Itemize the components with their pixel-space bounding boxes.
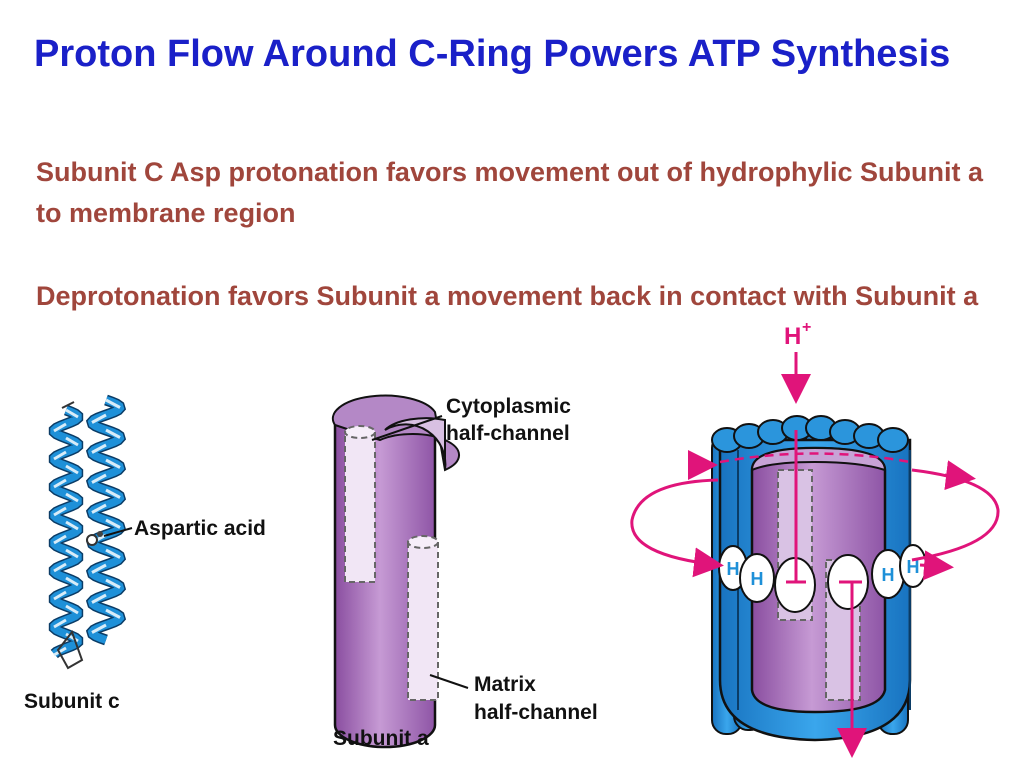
rotation-arrows [630, 450, 1000, 581]
matrix-label-line1: Matrix [474, 673, 536, 696]
matrix-half-channel [407, 535, 439, 701]
h-site-label: H [882, 565, 895, 585]
proton-charge-label: + [802, 319, 811, 336]
cytoplasmic-half-channel [344, 425, 376, 583]
paragraph-deprotonation: Deprotonation favors Subunit a movement … [36, 281, 979, 311]
aspartic-acid-marker [86, 534, 98, 546]
subunit-a-label: Subunit a [333, 727, 429, 750]
page-title: Proton Flow Around C-Ring Powers ATP Syn… [34, 33, 951, 75]
matrix-label-line2: half-channel [474, 701, 598, 724]
subunit-c-helix-illustration [48, 394, 133, 670]
cytoplasmic-label-line1: Cytoplasmic [446, 395, 571, 418]
h-site-label: H [907, 557, 920, 577]
h-site-label: H [727, 559, 740, 579]
paragraph-protonation: Subunit C Asp protonation favors movemen… [36, 157, 984, 228]
c-ring-illustration: H H H H H + [630, 319, 1000, 758]
subunit-a-illustration [331, 394, 469, 749]
proton-flow-path [781, 352, 867, 758]
proton-binding-sites: H H H H [718, 544, 927, 613]
proton-label: H [784, 323, 801, 350]
h-site-label: H [751, 569, 764, 589]
aspartic-acid-label: Aspartic acid [134, 517, 266, 540]
subunit-c-label: Subunit c [24, 690, 120, 713]
cytoplasmic-pointer [371, 415, 443, 441]
aspartic-acid-pointer [103, 527, 133, 537]
cytoplasmic-label-line2: half-channel [446, 422, 570, 445]
matrix-pointer [429, 674, 469, 689]
